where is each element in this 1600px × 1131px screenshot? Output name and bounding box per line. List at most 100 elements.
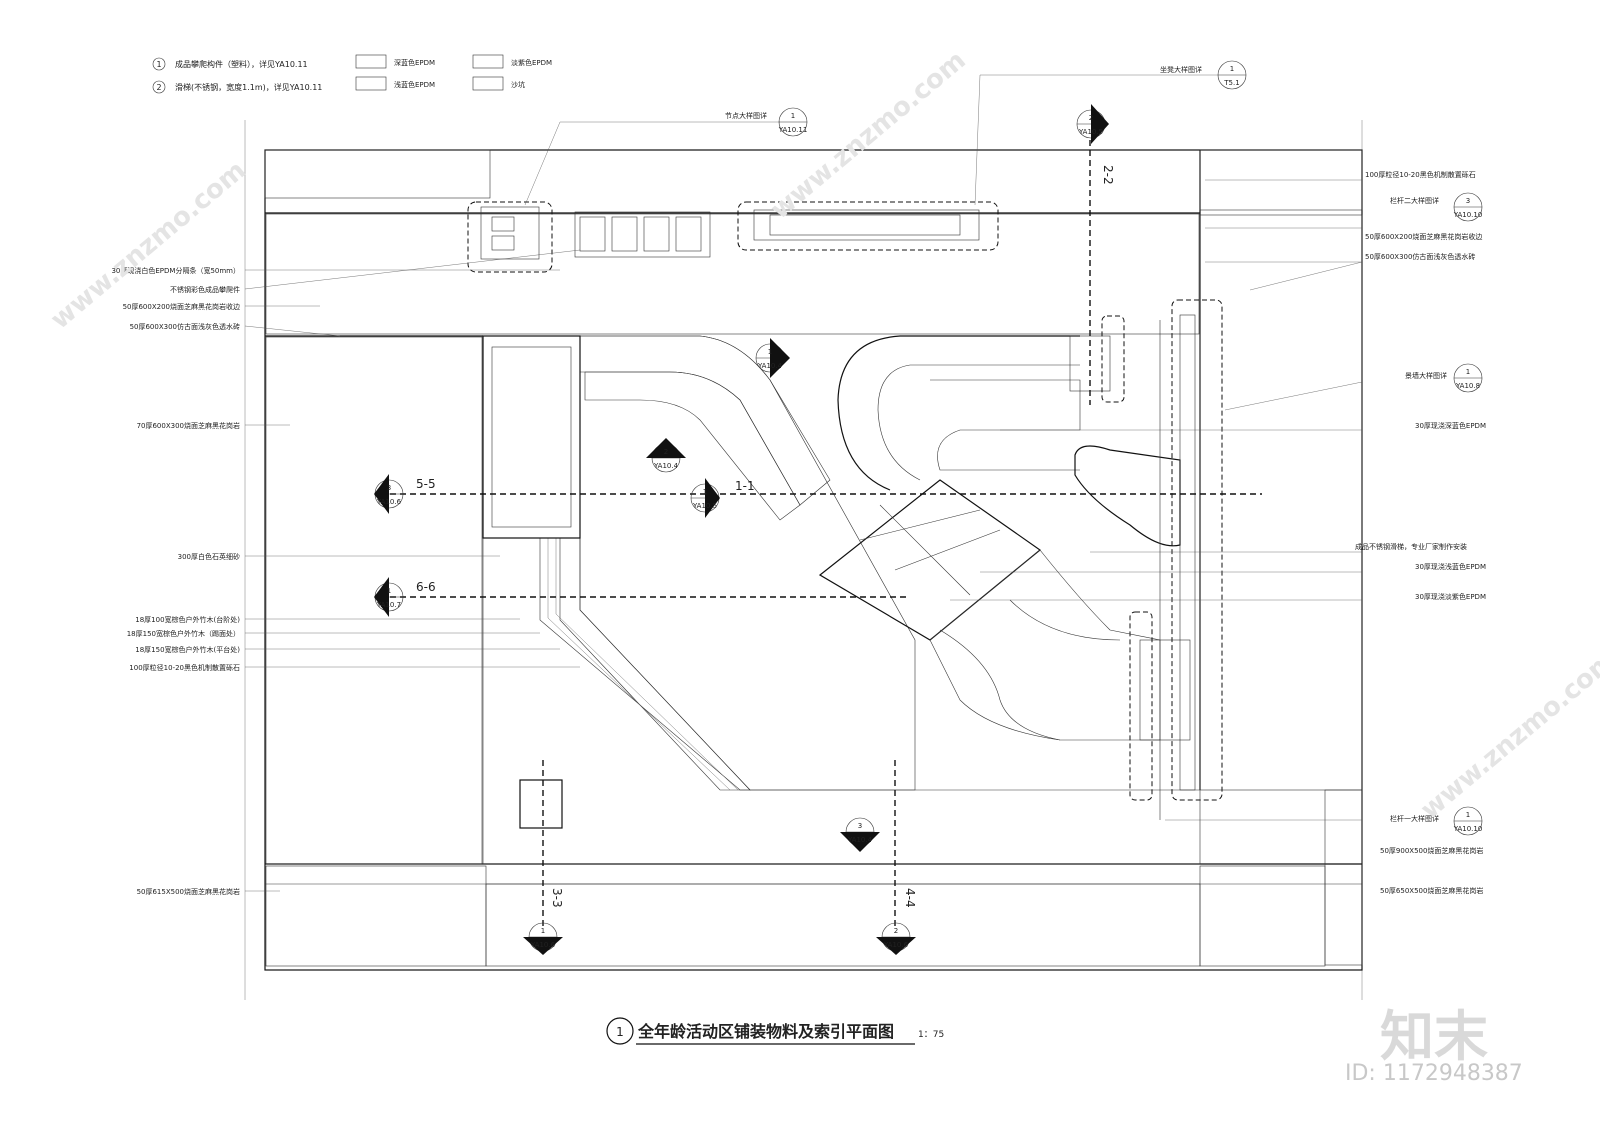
title-text: 全年龄活动区铺装物料及索引平面图: [637, 1022, 894, 1041]
right-label-12: 50厚650X500烧面芝麻黑花岗岩: [1380, 886, 1483, 895]
swatch-sandpit: [472, 76, 504, 91]
loop-track-outer: [837, 335, 1080, 491]
callout-rail2-num: 3: [1466, 197, 1470, 205]
swatch-label-dark-blue: 深蓝色EPDM: [394, 58, 435, 67]
title-num: 1: [616, 1025, 624, 1039]
section-11-tag: 1-1: [735, 479, 755, 493]
left-labels: 30厚现浇白色EPDM分隔条（宽50mm） 不锈钢彩色成品攀爬件 50厚600X…: [111, 249, 581, 896]
left-label-5: 70厚600X300烧面芝麻黑花岗岩: [137, 421, 240, 430]
callout-node-label: 节点大样图详: [725, 111, 767, 120]
planter-box: [482, 335, 581, 539]
section-55-tag: 5-5: [416, 477, 436, 491]
section-55-num: 3: [387, 484, 391, 492]
callout-seat-num: 1: [1230, 65, 1234, 73]
section-11-num: 1: [703, 488, 707, 496]
bench: [753, 209, 980, 241]
right-labels: 100厚粒径10-20黑色机制散置砾石 栏杆二大样图详 50厚600X200烧面…: [950, 170, 1486, 895]
section-22-ref: YA10.5: [1078, 128, 1103, 136]
right-label-4: 50厚600X300仿古面浅灰色透水砖: [1365, 252, 1475, 261]
section-lines: [390, 140, 1262, 930]
dashed-callout-outlines: [467, 201, 1223, 801]
detail-mark-3-ref: YA10.4: [847, 836, 873, 844]
section-22-num: 2: [1089, 114, 1093, 122]
section-66-num: 1: [387, 587, 391, 595]
right-label-6: 30厚现浇深蓝色EPDM: [1415, 421, 1486, 430]
swatch-label-light-purple: 淡紫色EPDM: [511, 58, 552, 67]
left-label-8: 18厚150宽棕色户外竹木（踢面处）: [127, 629, 240, 638]
detail-mark-1-num: 1: [768, 348, 772, 356]
granite-tile-left: [265, 336, 483, 865]
callout-wall-ref: YA10.8: [1455, 382, 1480, 390]
callout-node-num: 1: [791, 112, 795, 120]
watermark-site-3: www.znzmo.com: [1415, 645, 1600, 825]
left-label-2: 不锈钢彩色成品攀爬件: [170, 285, 240, 294]
section-33-tag: 3-3: [550, 888, 564, 908]
legend-num-1: 1: [156, 60, 161, 69]
watermarks: 知末 ID: 1172948387 www.znzmo.com www.znzm…: [45, 45, 1600, 1086]
callout-node-ref: YA10.11: [778, 126, 808, 134]
section-44-ref: YA10.6: [883, 941, 909, 949]
callout-wall-num: 1: [1466, 368, 1470, 376]
swatch-light-purple: [472, 54, 504, 69]
detail-mark-2-ref: YA10.4: [653, 462, 679, 470]
left-label-7: 18厚100宽棕色户外竹木(台阶处): [135, 615, 240, 624]
section-11-ref: YA10.5: [692, 502, 717, 510]
right-label-8: 30厚现浇浅蓝色EPDM: [1415, 562, 1486, 571]
epdm-purple-loop: [930, 379, 1081, 471]
detail-callouts: 坐凳大样图详 1 T5.1 节点大样图详 1 YA10.11 3 YA10.10…: [524, 60, 1483, 836]
legend-item-2: 滑梯(不锈钢，宽度1.1m)，详见YA10.11: [175, 82, 322, 92]
title-scale: 1：75: [918, 1030, 944, 1040]
section-33-num: 1: [541, 927, 545, 935]
section-55-ref: YA10.6: [376, 498, 402, 506]
left-label-4: 50厚600X300仿古面浅灰色透水砖: [130, 322, 240, 331]
watermark-id: ID: 1172948387: [1345, 1061, 1523, 1086]
callout-seat-label: 坐凳大样图详: [1160, 65, 1202, 74]
section-66-tag: 6-6: [416, 580, 436, 594]
legend: 1 成品攀爬构件（塑料），详见YA10.11 2 滑梯(不锈钢，宽度1.1m)，…: [152, 54, 552, 94]
gravel-zone-top-left: [264, 149, 491, 199]
right-label-2: 栏杆二大样图详: [1390, 196, 1439, 205]
swatch-light-blue: [355, 76, 387, 91]
epdm-light-blue-lower: [929, 549, 1161, 741]
callout-rail1-ref: YA10.10: [1453, 825, 1483, 833]
right-label-10: 栏杆一大样图详: [1390, 814, 1439, 823]
legend-num-circle-1: [152, 57, 166, 71]
detail-mark-1-ref: YA10.4: [757, 362, 783, 370]
right-label-11: 50厚900X500烧面芝麻黑花岗岩: [1380, 846, 1483, 855]
bottom-edge-band: [485, 883, 1201, 967]
section-markers: 2 YA10.5 2-2 1 YA10.5 1-1 3 YA10.6 5-5 1…: [374, 104, 1115, 955]
legend-num-2: 2: [156, 83, 161, 92]
section-33-ref: YA10.6: [530, 941, 556, 949]
diagonal-walkway: [818, 479, 1041, 641]
granite-strip-bottom-left: [265, 865, 487, 967]
section-66-ref: YA10.7: [376, 601, 401, 609]
swatch-label-sandpit: 沙坑: [511, 80, 525, 89]
section-22-tag: 2-2: [1101, 165, 1115, 185]
watermark-brand: 知末: [1380, 1005, 1488, 1068]
detail-mark-3-num: 3: [858, 822, 862, 830]
left-label-1: 30厚现浇白色EPDM分隔条（宽50mm）: [111, 266, 240, 275]
detail-mark-2-num: 2: [664, 448, 668, 456]
climbing-units: [574, 211, 711, 258]
light-grey-brick-top: [265, 213, 1200, 335]
left-label-10: 100厚粒径10-20黑色机制散置砾石: [129, 663, 240, 672]
sandpit-area: [579, 335, 916, 791]
granite-strip-bottom-right: [1199, 865, 1326, 967]
swatch-label-light-blue: 浅蓝色EPDM: [394, 80, 435, 89]
legend-item-1: 成品攀爬构件（塑料），详见YA10.11: [175, 59, 308, 69]
section-44-tag: 4-4: [903, 888, 917, 908]
slide-platform: [1074, 445, 1181, 547]
callout-rail2-ref: YA10.10: [1453, 211, 1483, 219]
gravel-zone-bottom-right: [1324, 789, 1363, 966]
detail-marks: 1 YA10.4 2 YA10.4 3 YA10.4: [646, 338, 880, 852]
paving-zones: [264, 149, 1363, 967]
right-label-5: 景墙大样图详: [1405, 371, 1447, 380]
climbing-frame: [480, 206, 540, 260]
drawing-title: 1 全年龄活动区铺装物料及索引平面图 1：75: [606, 1017, 944, 1045]
left-label-3: 50厚600X200烧面芝麻黑花岗岩收边: [123, 302, 240, 311]
left-label-9: 18厚150宽棕色户外竹木(平台处): [135, 645, 240, 654]
left-label-6: 300厚白色石英细砂: [178, 552, 240, 561]
site-boundary: [244, 120, 1363, 1000]
tree-pit: [519, 779, 563, 829]
